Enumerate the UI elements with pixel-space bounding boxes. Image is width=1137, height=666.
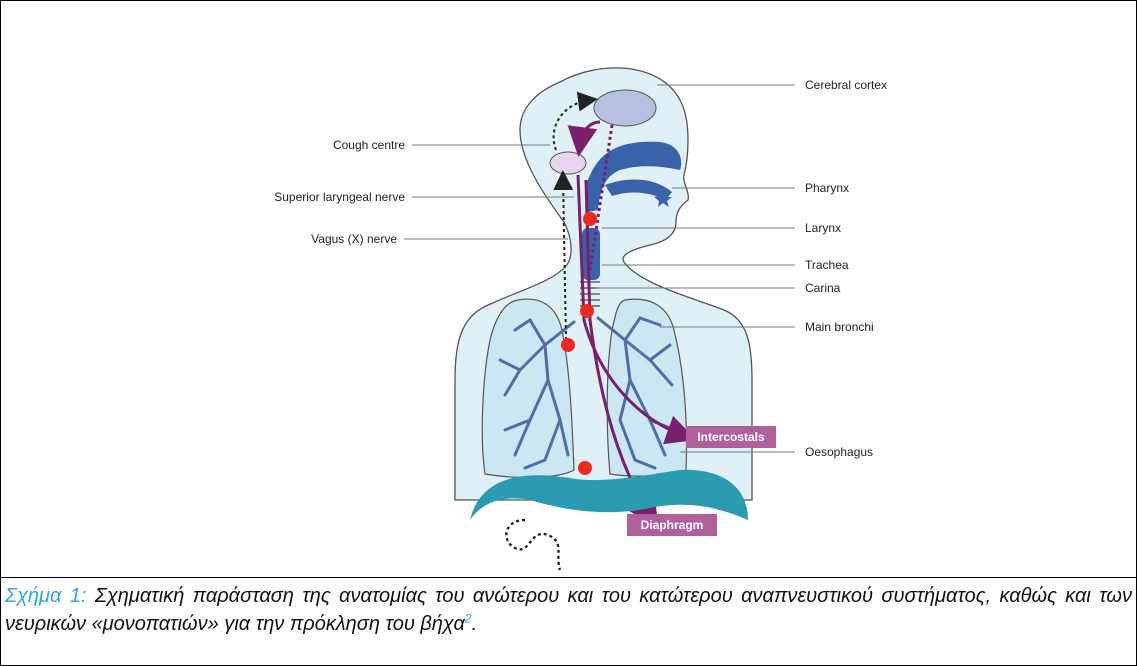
receptor-dot-bronchus <box>561 338 575 352</box>
cerebral-cortex-shape <box>594 90 656 126</box>
label-cough-centre: Cough centre <box>333 138 405 152</box>
label-diaphragm: Diaphragm <box>641 518 704 532</box>
receptor-dot-oesophagus <box>578 461 592 475</box>
cough-centre-shape <box>550 152 586 174</box>
intercostals-tag: Intercostals <box>686 426 776 448</box>
label-carina: Carina <box>805 281 841 295</box>
label-trachea: Trachea <box>805 258 849 272</box>
left-lung <box>482 299 574 477</box>
caption-reference: 2 <box>465 611 472 625</box>
larynx-shape <box>582 228 600 280</box>
gut-dotted <box>506 520 560 570</box>
label-pharynx: Pharynx <box>805 181 849 195</box>
receptor-dot-carina <box>580 304 594 318</box>
label-intercostals: Intercostals <box>697 430 765 444</box>
receptor-dot-larynx <box>583 212 597 226</box>
caption-end: . <box>472 613 478 635</box>
diaphragm-tag: Diaphragm <box>627 514 717 536</box>
label-main-bronchi: Main bronchi <box>805 320 874 334</box>
label-cerebral-cortex: Cerebral cortex <box>805 78 887 92</box>
caption-divider <box>0 577 1137 578</box>
caption-prefix: Σχήμα 1: <box>5 585 86 607</box>
label-larynx: Larynx <box>805 221 841 235</box>
label-superior-laryngeal-nerve: Superior laryngeal nerve <box>274 190 405 204</box>
label-oesophagus: Oesophagus <box>805 445 873 459</box>
cough-reflex-anatomy-diagram: Cerebral cortex Cough centre Pharynx Sup… <box>0 0 1137 577</box>
label-vagus-nerve: Vagus (X) nerve <box>311 232 397 246</box>
figure-caption: Σχήμα 1: Σχηματική παράσταση της ανατομί… <box>5 582 1132 638</box>
caption-text: Σχηματική παράσταση της ανατομίας του αν… <box>5 585 1132 635</box>
